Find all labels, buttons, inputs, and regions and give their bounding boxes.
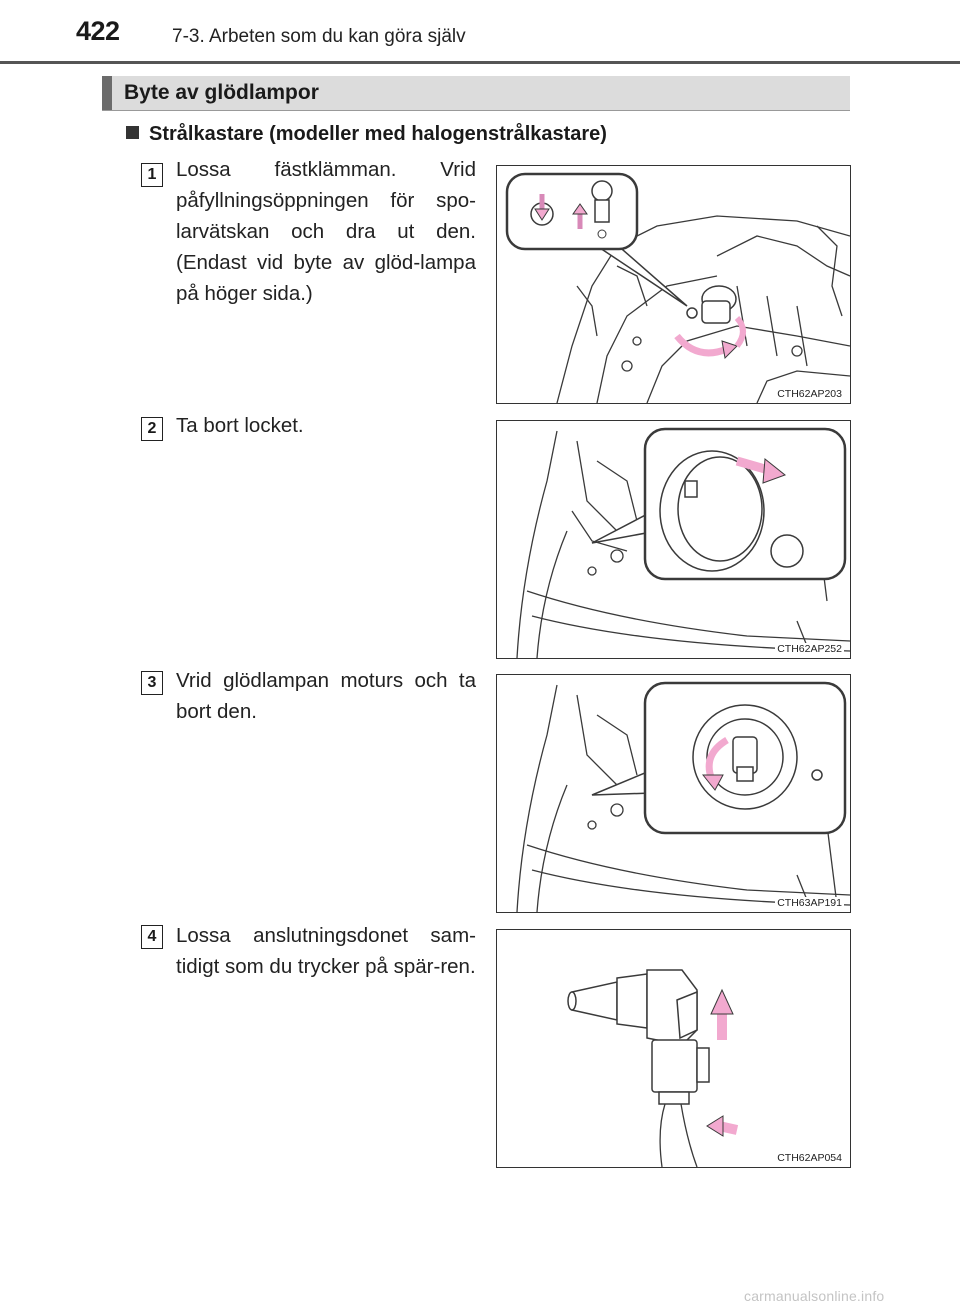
headlamp-cover-illustration (516, 427, 850, 658)
step-text-4: Lossa anslutningsdonet sam-tidigt som du… (176, 924, 476, 978)
step-number-1: 1 (141, 163, 163, 187)
step-text-1: Lossa fästklämman. Vrid påfyllningsöppni… (176, 158, 476, 305)
step-text-2: Ta bort locket. (176, 414, 304, 437)
step-text-3: Vrid glödlampan moturs och ta bort den. (176, 669, 476, 723)
header-divider (0, 61, 960, 64)
figure-step-3: CTH63AP191 (496, 674, 851, 913)
chapter-title: 7-3. Arbeten som du kan göra själv (172, 26, 466, 47)
watermark: carmanualsonline.info (744, 1288, 885, 1304)
section-accent (102, 76, 112, 110)
figure-step-1: CTH62AP203 (496, 165, 851, 404)
figure-code-3: CTH63AP191 (775, 897, 844, 909)
figure-step-2: CTH62AP252 (496, 420, 851, 659)
step-number-2: 2 (141, 417, 163, 441)
step-number-4: 4 (141, 925, 163, 949)
figure-code-4: CTH62AP054 (775, 1152, 844, 1164)
washer-tank-illustration (505, 172, 850, 403)
section-header: Byte av glödlampor (102, 76, 850, 111)
subheading-text: Strålkastare (modeller med halogenstrålk… (149, 123, 607, 145)
figure-step-4: CTH62AP054 (496, 929, 851, 1168)
subheading: Strålkastare (modeller med halogenstrålk… (126, 123, 607, 146)
figure-code-1: CTH62AP203 (775, 388, 844, 400)
bulb-rotate-illustration (516, 681, 850, 912)
connector-release-illustration (567, 969, 739, 1167)
square-bullet-icon (126, 126, 139, 139)
page-number: 422 (76, 16, 120, 46)
step-number-3: 3 (141, 671, 163, 695)
figure-code-2: CTH62AP252 (775, 643, 844, 655)
section-title: Byte av glödlampor (124, 81, 319, 104)
